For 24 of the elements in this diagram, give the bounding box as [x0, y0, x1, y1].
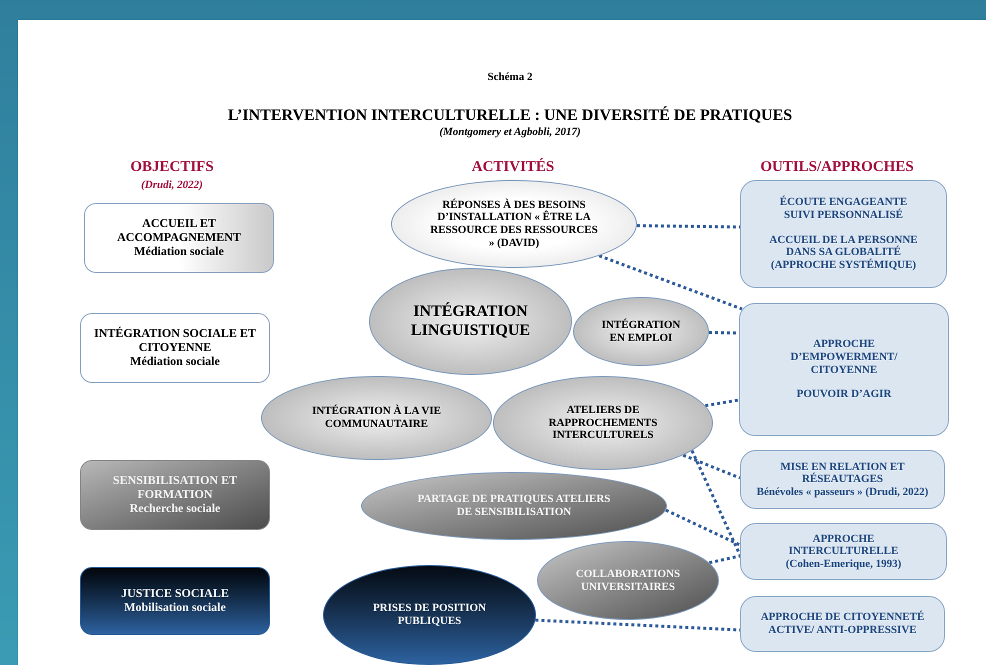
objective-box: SENSIBILISATION ET FORMATION Recherche sociale: [80, 460, 270, 530]
dotted-connector: [636, 224, 740, 228]
dotted-connector: [598, 254, 743, 310]
objective-box: ACCUEIL ET ACCOMPAGNEMENT Médiation sociale: [84, 203, 274, 273]
column-heading: ACTIVITÉS: [470, 157, 556, 177]
approach-box: MISE EN RELATION ET RÉSEAUTAGES Bénévoles « passeurs » (Drudi, 2022): [740, 450, 945, 509]
column-heading: OBJECTIFS: [129, 158, 215, 177]
approach-box: APPROCHE D’EMPOWERMENT/ CITOYENNE POUVOIR D’AGIR: [739, 303, 949, 436]
dotted-connector: [708, 554, 740, 564]
dotted-connector: [705, 398, 740, 408]
approach-box: APPROCHE DE CITOYENNETÉ ACTIVE/ ANTI-OPPRESSIVE: [740, 596, 945, 652]
objective-box: INTÉGRATION SOCIALE ET CITOYENNE Médiation sociale: [80, 313, 270, 383]
dotted-connector: [665, 508, 741, 546]
citation: (Drudi, 2022): [140, 178, 204, 193]
figure-number: Schéma 2: [486, 70, 534, 85]
diagram-title: L’INTERVENTION INTERCULTURELLE : UNE DIVERSITÉ DE PRATIQUES: [226, 105, 794, 126]
citation: (Montgomery et Agbobli, 2017): [438, 125, 582, 140]
column-heading: OUTILS/APPROCHES: [759, 158, 915, 177]
dotted-connector: [690, 450, 742, 556]
approach-box: ÉCOUTE ENGAGEANTE SUIVI PERSONNALISÉ ACCUEIL DE LA PERSONNE DANS SA GLOBALITÉ (APPROCHE SYSTÉMIQUE): [740, 180, 947, 288]
dotted-connector: [682, 454, 741, 480]
approach-box: APPROCHE INTERCULTURELLE (Cohen-Emerique, 1993): [740, 523, 947, 580]
objective-box: JUSTICE SOCIALE Mobilisation sociale: [80, 567, 270, 635]
dotted-connector: [535, 618, 740, 632]
